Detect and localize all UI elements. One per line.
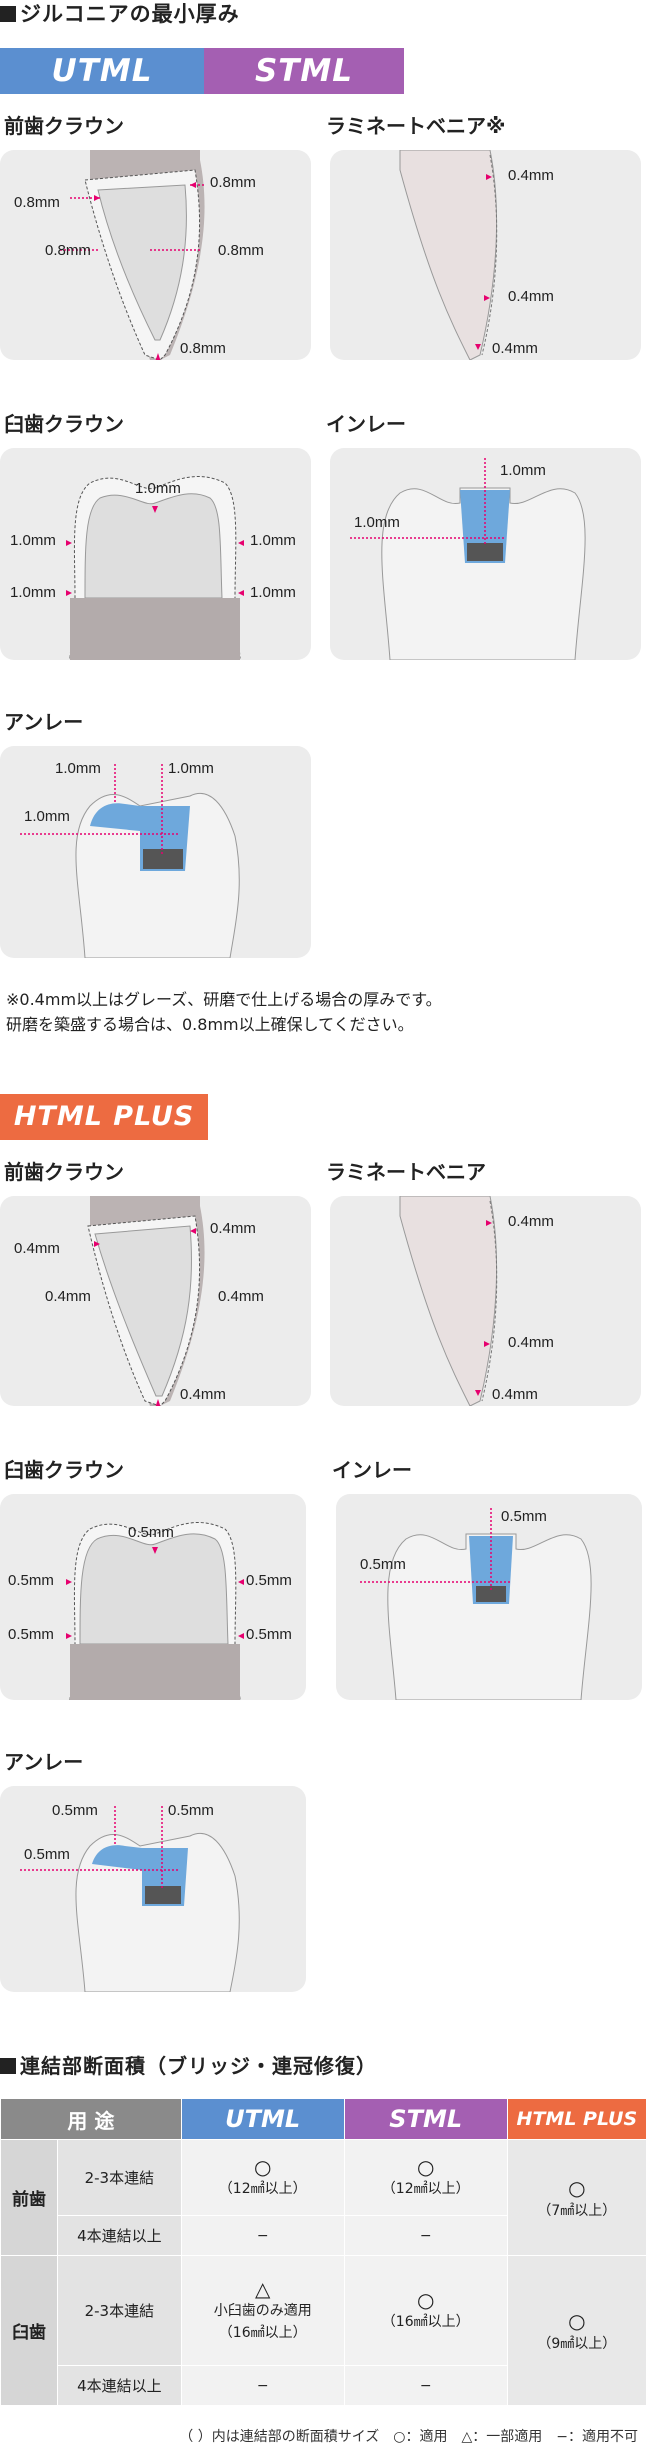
molar-crown-title: 臼歯クラウン [4, 1458, 124, 1482]
measure-label: 0.4mm [492, 1386, 538, 1403]
measure-label: 1.0mm [168, 760, 214, 777]
measure-label: 1.0mm [250, 584, 296, 601]
measure-label: 0.4mm [492, 340, 538, 357]
measure-label: 0.4mm [14, 1240, 60, 1257]
measure-label: 0.5mm [246, 1572, 292, 1589]
table-group-anterior: 前歯 [0, 2139, 58, 2256]
molar-crown-diagram: 1.0mm 1.0mm 1.0mm 1.0mm 1.0mm [0, 448, 311, 660]
laminate-veneer-title: ラミネートベニア [326, 1160, 486, 1184]
table-legend: （ ）内は連結部の断面積サイズ ○：適用 △：一部適用 −：適用不可 [179, 2429, 638, 2445]
molar-crown-diagram: 0.5mm 0.5mm 0.5mm 0.5mm 0.5mm [0, 1494, 306, 1700]
laminate-veneer-drawing [399, 150, 498, 360]
square-bullet-icon [0, 2058, 16, 2074]
onlay-title: アンレー [4, 1750, 84, 1774]
measure-label: 0.4mm [508, 167, 554, 184]
measure-label: 1.0mm [10, 532, 56, 549]
anterior-crown-drawing [60, 150, 205, 360]
onlay-drawing [20, 764, 240, 958]
anterior-crown-diagram: 0.4mm 0.4mm 0.4mm 0.4mm 0.4mm [0, 1196, 311, 1406]
measure-label: 0.4mm [210, 1220, 256, 1237]
table-cell: ○（7㎟以上） [506, 2139, 648, 2256]
table-cell: ○（12㎟以上） [343, 2139, 508, 2216]
inlay-title: インレー [326, 412, 406, 436]
anterior-crown-drawing [87, 1196, 205, 1406]
table-row-label: 4本連結以上 [57, 2365, 182, 2406]
onlay-title: アンレー [4, 710, 84, 734]
anterior-crown-title: 前歯クラウン [4, 1160, 124, 1184]
laminate-veneer-title: ラミネートベニア※ [326, 114, 506, 138]
note-line: ※0.4mm以上はグレーズ、研磨で仕上げる場合の厚みです。 [6, 990, 442, 1009]
table-cell: ○（9㎟以上） [506, 2255, 648, 2406]
table-header-stml: STML [343, 2098, 508, 2140]
onlay-diagram: 1.0mm 1.0mm 1.0mm [0, 746, 311, 958]
inlay-title: インレー [332, 1458, 412, 1482]
table-cell: − [343, 2365, 508, 2406]
anterior-crown-title: 前歯クラウン [4, 114, 124, 138]
table-cell: − [180, 2365, 345, 2406]
measure-label: 0.8mm [218, 242, 264, 259]
table-cell: △小臼歯のみ適用（16㎟以上） [180, 2255, 345, 2366]
measure-label: 0.5mm [8, 1626, 54, 1643]
table-cell: ○（12㎟以上） [180, 2139, 345, 2216]
measure-label: 1.0mm [10, 584, 56, 601]
note-line: 研磨を築盛する場合は、0.8mm以上確保してください。 [6, 1015, 414, 1034]
laminate-veneer-diagram: 0.4mm 0.4mm 0.4mm [330, 1196, 641, 1406]
molar-crown-drawing [66, 476, 244, 660]
measure-label: 1.0mm [135, 480, 181, 497]
table-header-utml: UTML [180, 2098, 345, 2140]
table-header-usage: 用 途 [0, 2098, 182, 2140]
measure-label: 1.0mm [354, 514, 400, 531]
table-cell: − [180, 2215, 345, 2256]
measure-label: 0.5mm [246, 1626, 292, 1643]
table-cell: − [343, 2215, 508, 2256]
measure-label: 0.4mm [508, 1213, 554, 1230]
measure-label: 0.5mm [8, 1572, 54, 1589]
measure-label: 0.4mm [218, 1288, 264, 1305]
measure-label: 1.0mm [24, 808, 70, 825]
inlay-drawing [360, 1508, 592, 1700]
connector-area-table: 用 途 UTML STML HTML PLUS 前歯 2-3本連結 ○（12㎟以… [0, 2098, 648, 2406]
table-header-htmlplus: HTML PLUS [506, 2098, 648, 2140]
measure-label: 0.4mm [508, 288, 554, 305]
measure-label: 0.4mm [180, 1386, 226, 1403]
measure-label: 0.5mm [24, 1846, 70, 1863]
measure-label: 0.8mm [180, 340, 226, 357]
onlay-drawing [20, 1806, 240, 1992]
measure-label: 1.0mm [55, 760, 101, 777]
measure-label: 0.5mm [501, 1508, 547, 1525]
anterior-crown-diagram: 0.8mm 0.8mm 0.8mm 0.8mm 0.8mm [0, 150, 311, 360]
inlay-diagram: 1.0mm 1.0mm [330, 448, 641, 660]
measure-label: 1.0mm [500, 462, 546, 479]
measure-label: 0.8mm [45, 242, 91, 259]
table-row-label: 4本連結以上 [57, 2215, 182, 2256]
section-title-connector: 連結部断面積（ブリッジ・連冠修復） [0, 2052, 377, 2080]
onlay-diagram: 0.5mm 0.5mm 0.5mm [0, 1786, 306, 1992]
molar-crown-title: 臼歯クラウン [4, 412, 124, 436]
measure-label: 0.4mm [508, 1334, 554, 1351]
measure-label: 0.5mm [52, 1802, 98, 1819]
table-cell: ○（16㎟以上） [343, 2255, 508, 2366]
measure-label: 0.8mm [14, 194, 60, 211]
inlay-diagram: 0.5mm 0.5mm [336, 1494, 642, 1700]
laminate-veneer-drawing [399, 1196, 498, 1406]
measure-label: 0.5mm [360, 1556, 406, 1573]
square-bullet-icon [0, 6, 16, 22]
measure-label: 0.5mm [128, 1524, 174, 1541]
section-title-min-thickness: ジルコニアの最小厚み [0, 0, 240, 28]
measure-label: 0.8mm [210, 174, 256, 191]
molar-crown-drawing [66, 1522, 244, 1700]
measure-label: 0.5mm [168, 1802, 214, 1819]
table-row-label: 2-3本連結 [57, 2255, 182, 2366]
inlay-drawing [350, 458, 586, 660]
table-group-molar: 臼歯 [0, 2255, 58, 2406]
htmlplus-badge: HTML PLUS [0, 1094, 208, 1140]
utml-badge: UTML [0, 48, 204, 94]
measure-label: 1.0mm [250, 532, 296, 549]
table-row-label: 2-3本連結 [57, 2139, 182, 2216]
laminate-veneer-diagram: 0.4mm 0.4mm 0.4mm [330, 150, 641, 360]
stml-badge: STML [204, 48, 404, 94]
measure-label: 0.4mm [45, 1288, 91, 1305]
